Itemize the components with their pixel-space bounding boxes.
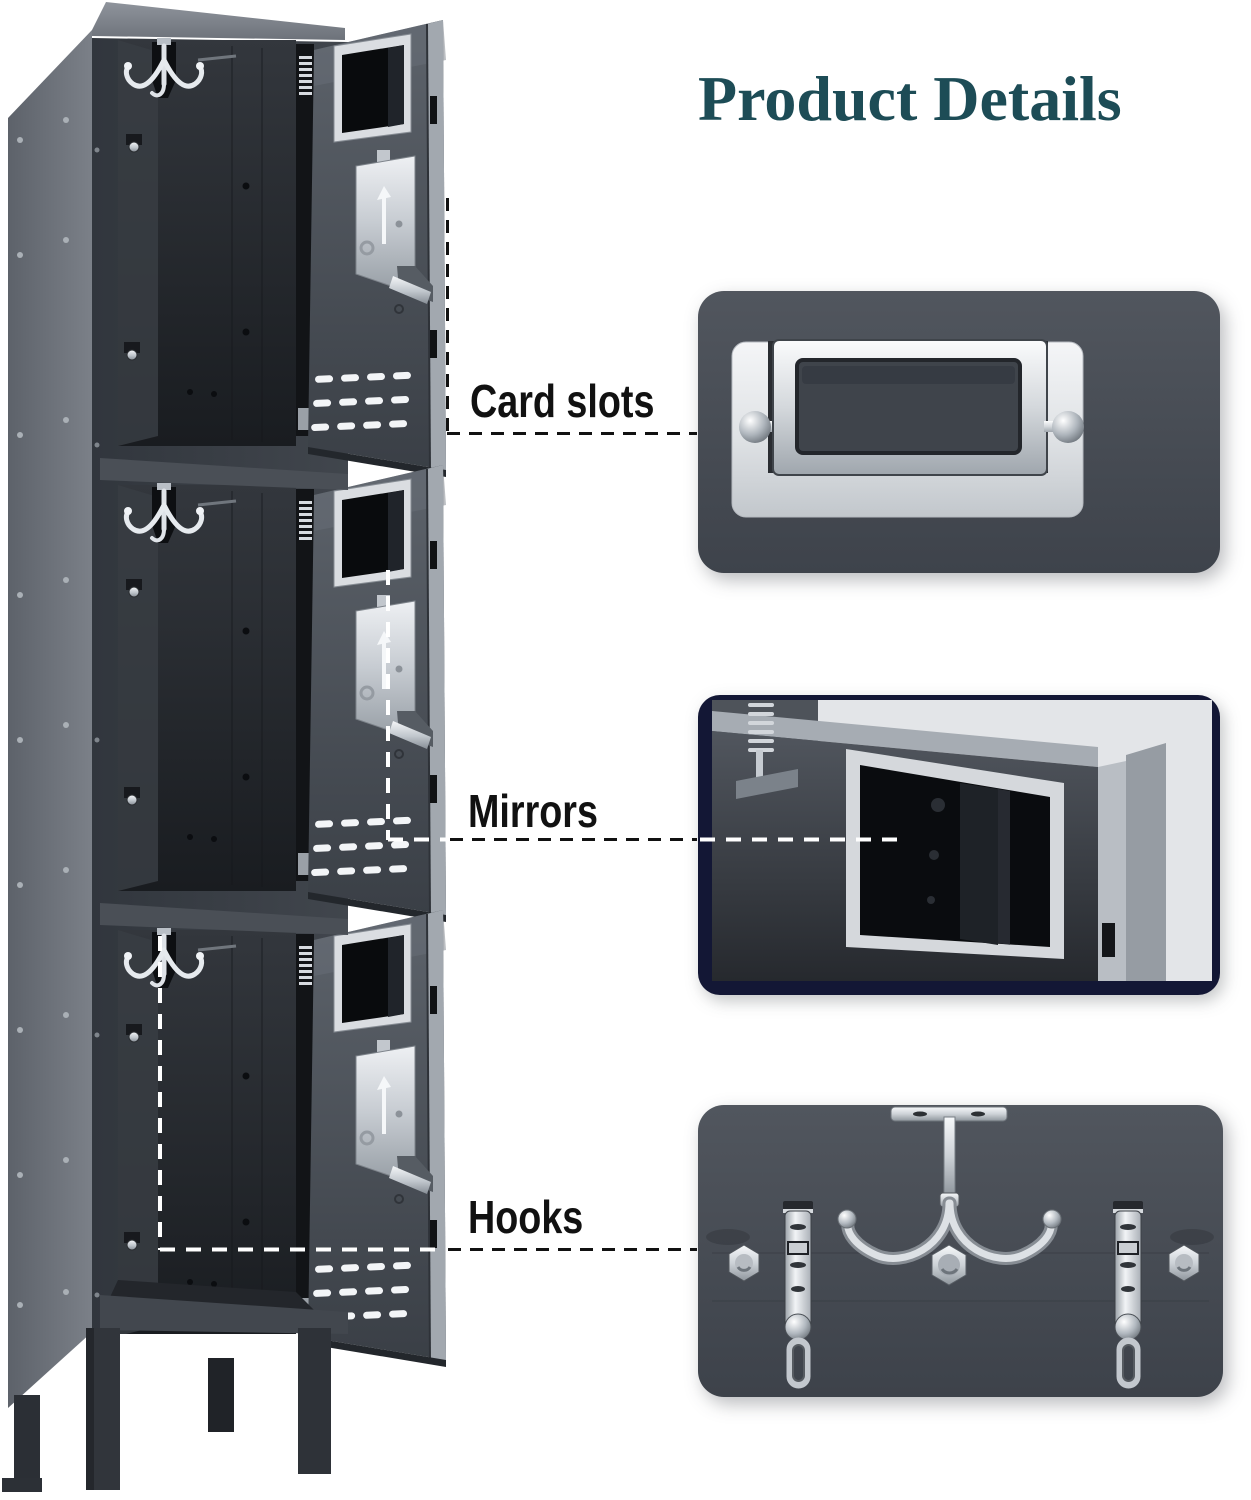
hex-nut-right bbox=[1168, 1244, 1200, 1282]
card-slots-label: Card slots bbox=[470, 375, 655, 427]
card-slots-photo bbox=[698, 291, 1220, 573]
mirror-glass bbox=[860, 765, 1050, 947]
mirrors-photo bbox=[698, 695, 1220, 995]
front-frame-rivets bbox=[94, 147, 100, 1298]
page-title: Product Details bbox=[698, 63, 1122, 134]
mirror-scene bbox=[712, 700, 1212, 981]
mirror-frame bbox=[846, 749, 1064, 959]
panel-background bbox=[698, 1105, 1223, 1397]
locker-bottom-band bbox=[100, 1295, 348, 1334]
hooks-label: Hooks bbox=[468, 1191, 584, 1243]
hooks-photo bbox=[698, 1105, 1223, 1397]
center-double-hook bbox=[837, 1106, 1062, 1286]
tier-divider bbox=[100, 903, 348, 935]
locker-top-cap bbox=[92, 2, 345, 40]
locker-side-panel bbox=[8, 30, 92, 1408]
mirrors-label: Mirrors bbox=[468, 785, 598, 837]
tier-divider bbox=[100, 458, 348, 490]
hex-nut-left bbox=[728, 1244, 760, 1282]
locker-legs bbox=[2, 1328, 331, 1492]
label-holder-frame bbox=[731, 339, 1084, 518]
side-panel-rivets bbox=[17, 117, 69, 1308]
spring bbox=[736, 703, 798, 799]
knob-ball-left bbox=[739, 411, 771, 443]
locker-photo bbox=[2, 2, 460, 1500]
knob-ball-right bbox=[1052, 411, 1084, 443]
